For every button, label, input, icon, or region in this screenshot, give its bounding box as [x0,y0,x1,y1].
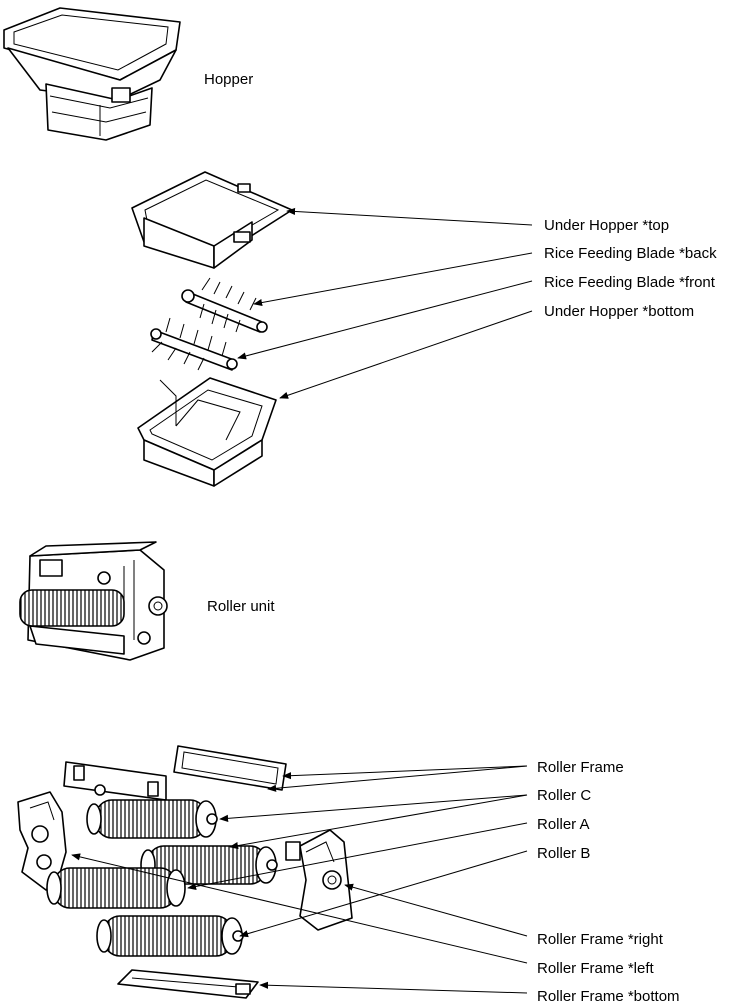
part-labels: Hopper Under Hopper *top Rice Feeding Bl… [204,71,717,1005]
roller-unit-illustration [19,541,168,661]
label-roller-frame: Roller Frame [537,759,624,776]
leader-under-hopper-top [286,207,533,226]
hopper-illustration [3,7,181,141]
leader-roller-a [187,822,528,891]
leader-lines [71,207,533,994]
rice-blade-back-illustration [181,277,268,333]
roller-frame-top-plate-illustration [63,745,287,801]
label-hopper: Hopper [204,71,253,88]
leader-rice-blade-back [253,252,533,307]
label-roller-b: Roller B [537,845,590,862]
leader-roller-frame-1 [282,765,528,780]
leader-under-hopper-bottom [279,310,533,399]
roller-frame-right-illustration [285,829,353,931]
under-hopper-bottom-illustration [137,377,277,487]
leader-rice-blade-front [237,280,533,360]
roller-b-illustration [96,915,244,957]
rice-blade-front-illustration [150,317,238,371]
label-roller-frame-bottom: Roller Frame *bottom [537,988,680,1005]
label-roller-unit: Roller unit [207,598,275,615]
leader-roller-c-2 [229,794,528,850]
roller-frame-bottom-illustration [117,969,259,999]
label-roller-c: Roller C [537,787,591,804]
leader-roller-frame-left [71,853,528,964]
leader-roller-b [239,850,528,938]
roller-frame-left-illustration [17,791,67,891]
leader-roller-frame-2 [267,765,528,792]
leader-roller-frame-bottom [259,981,528,994]
label-rice-blade-front: Rice Feeding Blade *front [544,274,716,291]
label-roller-frame-left: Roller Frame *left [537,960,655,977]
label-under-hopper-bottom: Under Hopper *bottom [544,303,694,320]
under-hopper-top-illustration [131,171,293,269]
label-roller-frame-right: Roller Frame *right [537,931,664,948]
roller-left-lower-illustration [46,867,186,909]
label-under-hopper-top: Under Hopper *top [544,217,669,234]
label-roller-a: Roller A [537,816,590,833]
roller-c-illustration [86,799,218,839]
label-rice-blade-back: Rice Feeding Blade *back [544,245,717,262]
leader-roller-frame-right [344,883,528,937]
leader-roller-c-1 [219,794,528,822]
